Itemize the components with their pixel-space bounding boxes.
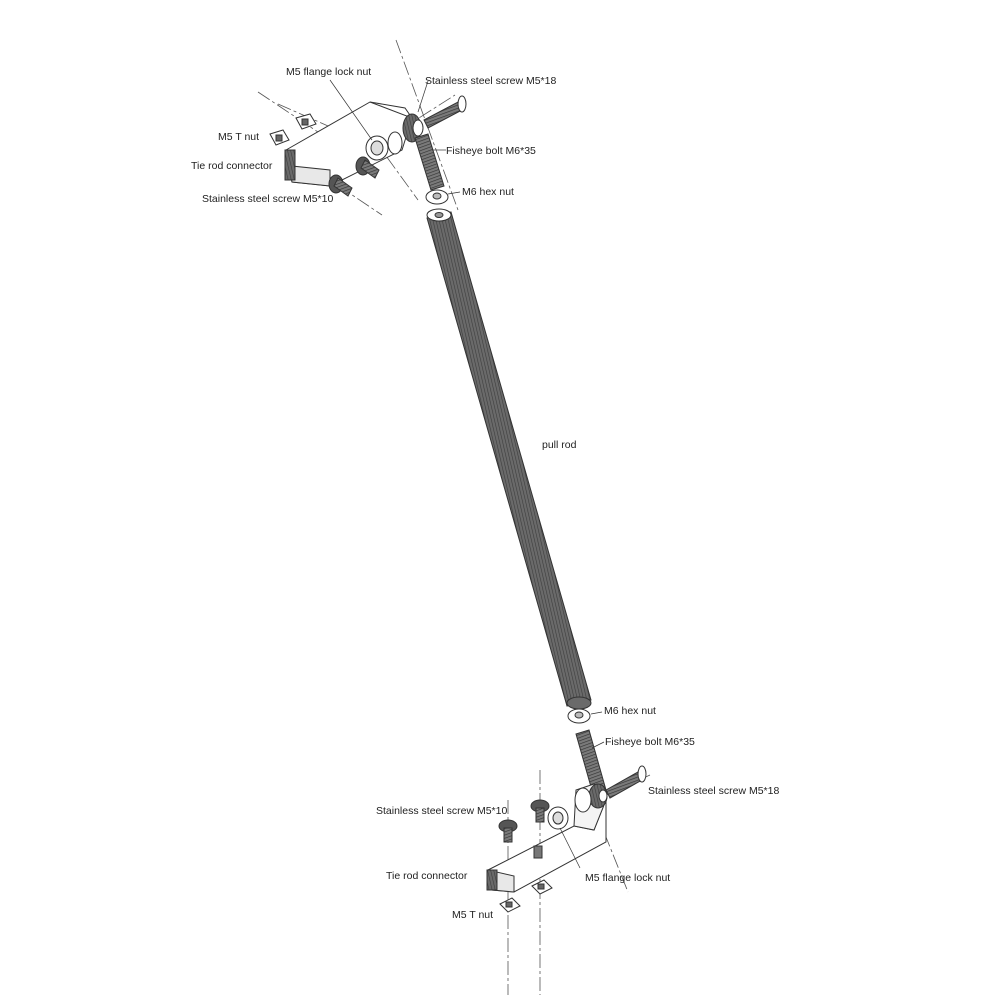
label-pull-rod: pull rod bbox=[542, 439, 577, 451]
label-t-nut-top: M5 T nut bbox=[218, 131, 260, 143]
t-nut-bottom-1 bbox=[499, 897, 521, 913]
label-hex-nut-bottom: M6 hex nut bbox=[604, 705, 656, 717]
flange-lock-nut-top bbox=[365, 131, 403, 161]
pull-rod bbox=[426, 208, 592, 710]
fisheye-eye-top bbox=[402, 113, 424, 143]
screw-m5-10-bottom-2 bbox=[530, 799, 550, 823]
screw-m5-10-top-1 bbox=[328, 174, 353, 197]
screw-m5-18-top bbox=[423, 95, 467, 129]
t-nut-top-1 bbox=[269, 129, 290, 146]
m6-hex-nut-bottom bbox=[567, 708, 591, 724]
label-screw-m5-10-bottom: Stainless steel screw M5*10 bbox=[376, 805, 508, 817]
label-screw-m5-10-top: Stainless steel screw M5*10 bbox=[202, 193, 334, 205]
label-fisheye-bolt-top: Fisheye bolt M6*35 bbox=[446, 145, 536, 157]
m6-hex-nut-top bbox=[425, 189, 449, 205]
screw-m5-10-top-2 bbox=[355, 156, 380, 179]
label-fisheye-bolt-bottom: Fisheye bolt M6*35 bbox=[605, 736, 695, 748]
label-screw-m5-18-top: Stainless steel screw M5*18 bbox=[425, 75, 557, 87]
label-tie-rod-connector-bottom: Tie rod connector bbox=[386, 870, 468, 882]
fisheye-bolt-top bbox=[414, 133, 445, 191]
label-t-nut-bottom: M5 T nut bbox=[452, 909, 494, 921]
label-flange-lock-nut-top: M5 flange lock nut bbox=[286, 66, 372, 78]
t-nut-bottom-2 bbox=[531, 879, 553, 895]
label-flange-lock-nut-bottom: M5 flange lock nut bbox=[585, 872, 671, 884]
label-screw-m5-18-bottom: Stainless steel screw M5*18 bbox=[648, 785, 780, 797]
label-tie-rod-connector-top: Tie rod connector bbox=[191, 160, 273, 172]
t-nut-top-2 bbox=[295, 113, 317, 130]
flange-lock-nut-bottom bbox=[547, 787, 592, 830]
fisheye-eye-bottom bbox=[588, 783, 608, 809]
screw-m5-10-bottom-1 bbox=[498, 819, 518, 843]
label-hex-nut-top: M6 hex nut bbox=[462, 186, 514, 198]
leader-lines bbox=[329, 79, 605, 869]
screw-m5-18-bottom bbox=[605, 765, 647, 799]
